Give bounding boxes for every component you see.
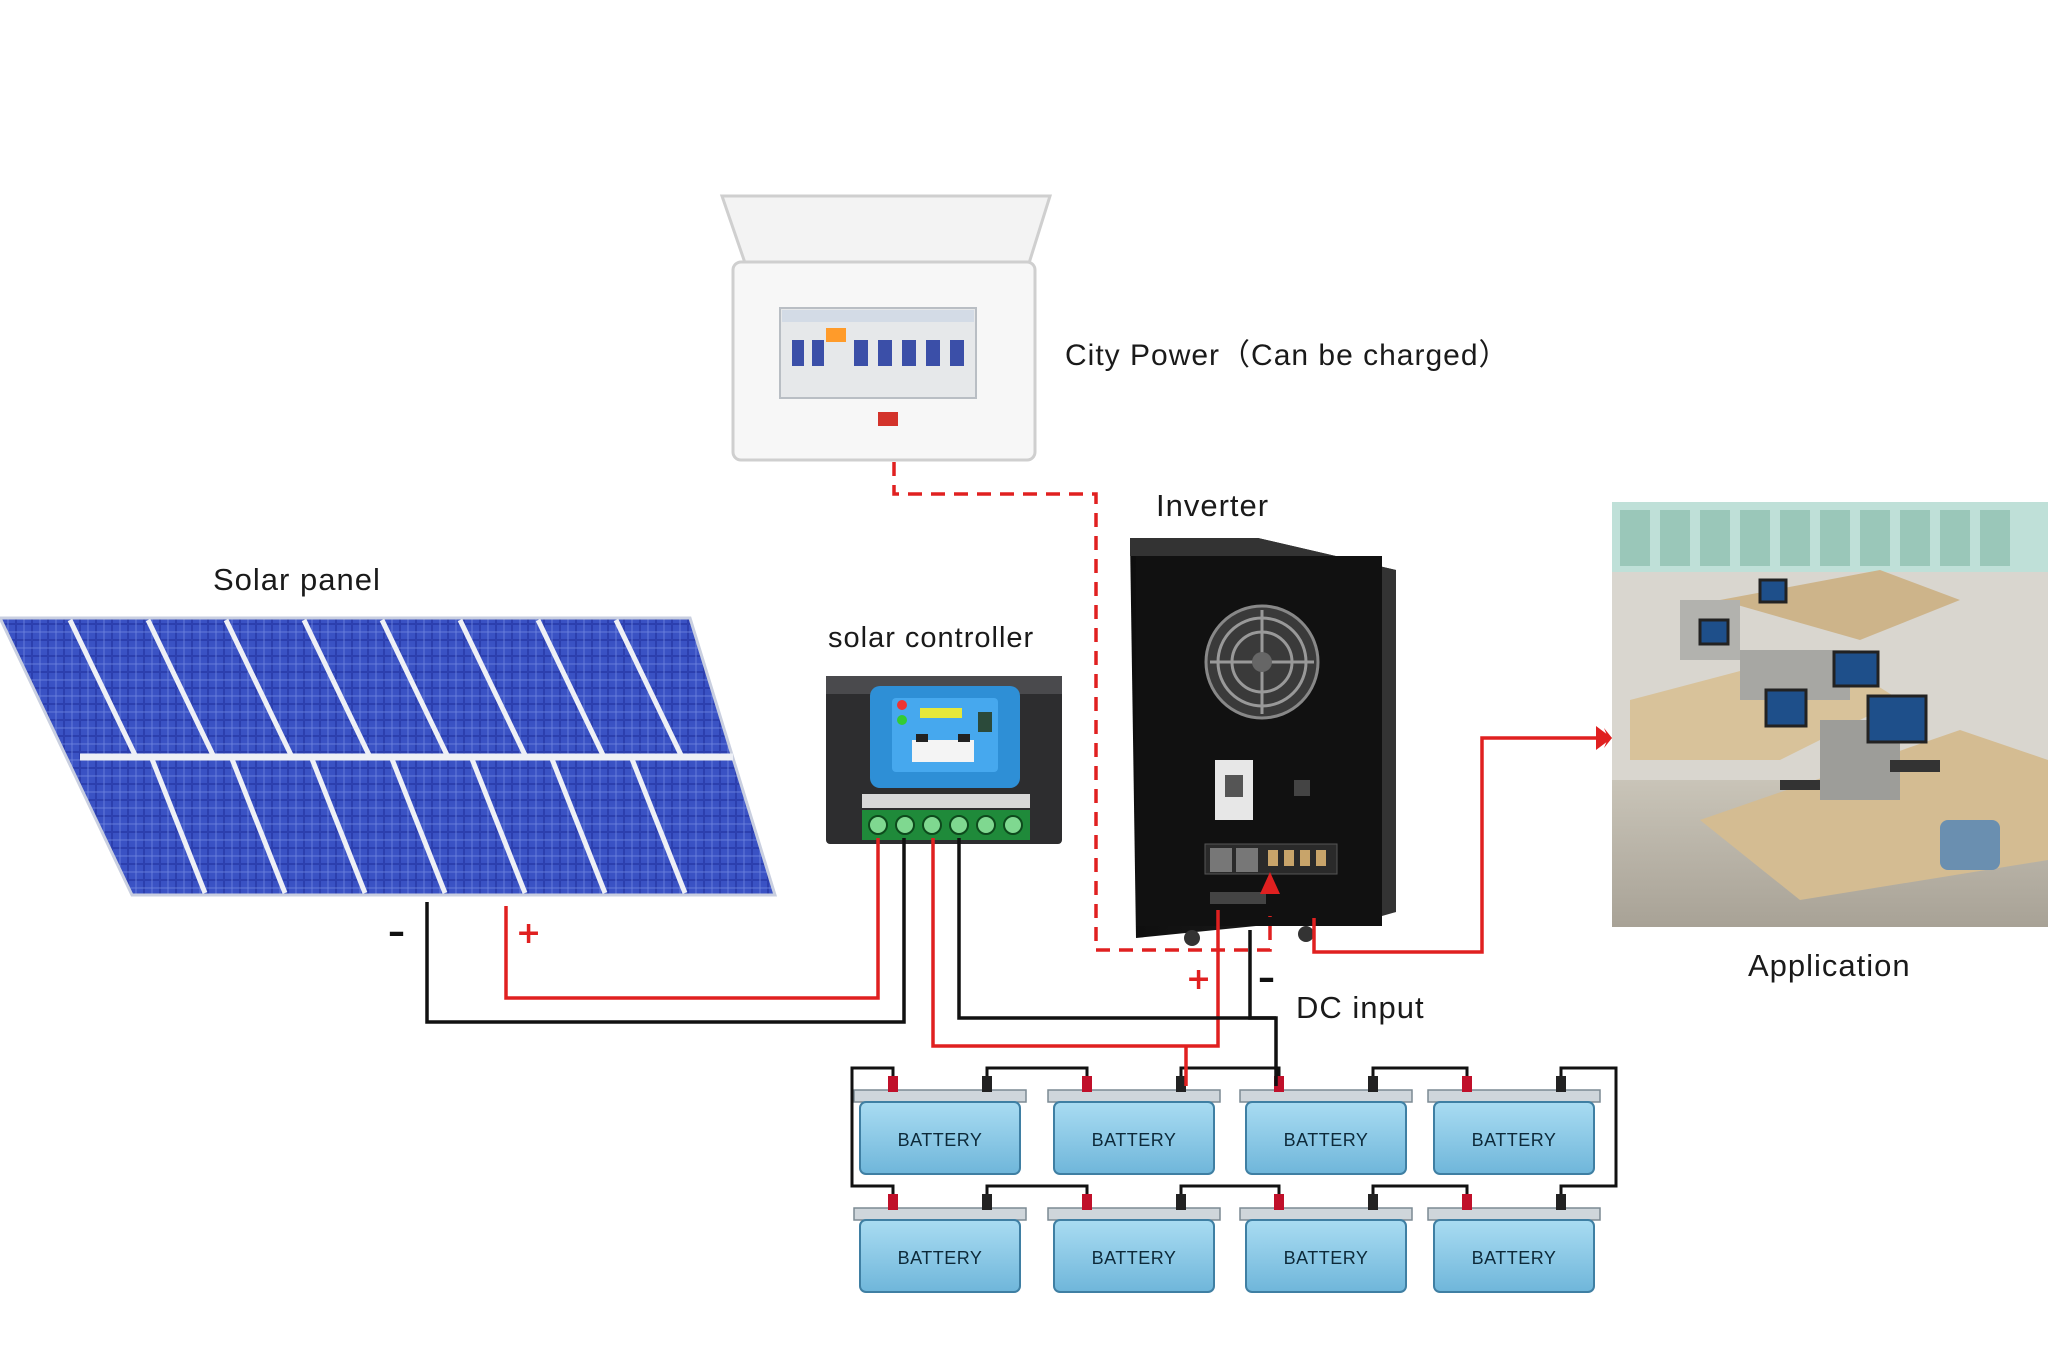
controller-negative-wire [957,838,1276,1020]
inverter-negative-wire [1248,930,1278,1086]
battery-icon: BATTERY [853,1076,1027,1175]
panel-negative-wire [425,838,906,1024]
controller-positive-wire [931,838,1220,1048]
battery-label: BATTERY [1092,1248,1177,1268]
solar-panel-icon [0,616,778,897]
battery-label: BATTERY [1284,1248,1369,1268]
battery-icon: BATTERY [1239,1076,1413,1175]
breaker-icon [1215,760,1253,820]
battery-label: BATTERY [1472,1248,1557,1268]
distribution-box-icon [719,194,1053,462]
battery-label: BATTERY [1092,1130,1177,1150]
panel-positive-wire [504,838,880,1000]
arrow-up-icon [1260,872,1280,894]
panel-minus-sign: – [388,912,405,952]
battery-icon: BATTERY [853,1194,1027,1293]
office-photo-icon [1612,502,2048,927]
solar-controller-label: solar controller [828,622,1035,654]
charge-controller-icon [826,676,1062,844]
battery-icon: BATTERY [1047,1076,1221,1175]
city-power-dashed-wire [892,462,1272,952]
battery-label: BATTERY [1284,1130,1369,1150]
inverter-icon [1130,538,1396,946]
battery-label: BATTERY [898,1130,983,1150]
dc-plus-sign: + [1186,962,1212,997]
battery-icon: BATTERY [1427,1194,1601,1293]
fan-icon [1204,604,1320,720]
battery-icon: BATTERY [1427,1076,1601,1175]
arrow-right-icon [1596,726,1612,750]
battery-interconnects [850,1066,1618,1194]
battery-label: BATTERY [898,1248,983,1268]
battery-bank: BATTERY BATTERY BATTERY BATTERY BATTERY BATTE… [850,1066,1618,1293]
panel-plus-sign: + [516,916,542,951]
city-power-label: City Power（Can be charged） [1065,339,1510,372]
application-label: Application [1748,948,1911,983]
battery-icon: BATTERY [1047,1194,1221,1293]
battery-label: BATTERY [1472,1130,1557,1150]
wiring [425,462,1600,1086]
dc-input-label: DC input [1296,990,1425,1025]
battery-icon: BATTERY [1239,1194,1413,1293]
ac-output-wire [1312,736,1600,954]
inverter-label: Inverter [1156,488,1270,523]
solar-panel-label: Solar panel [213,562,381,597]
dc-minus-sign: – [1258,958,1275,998]
